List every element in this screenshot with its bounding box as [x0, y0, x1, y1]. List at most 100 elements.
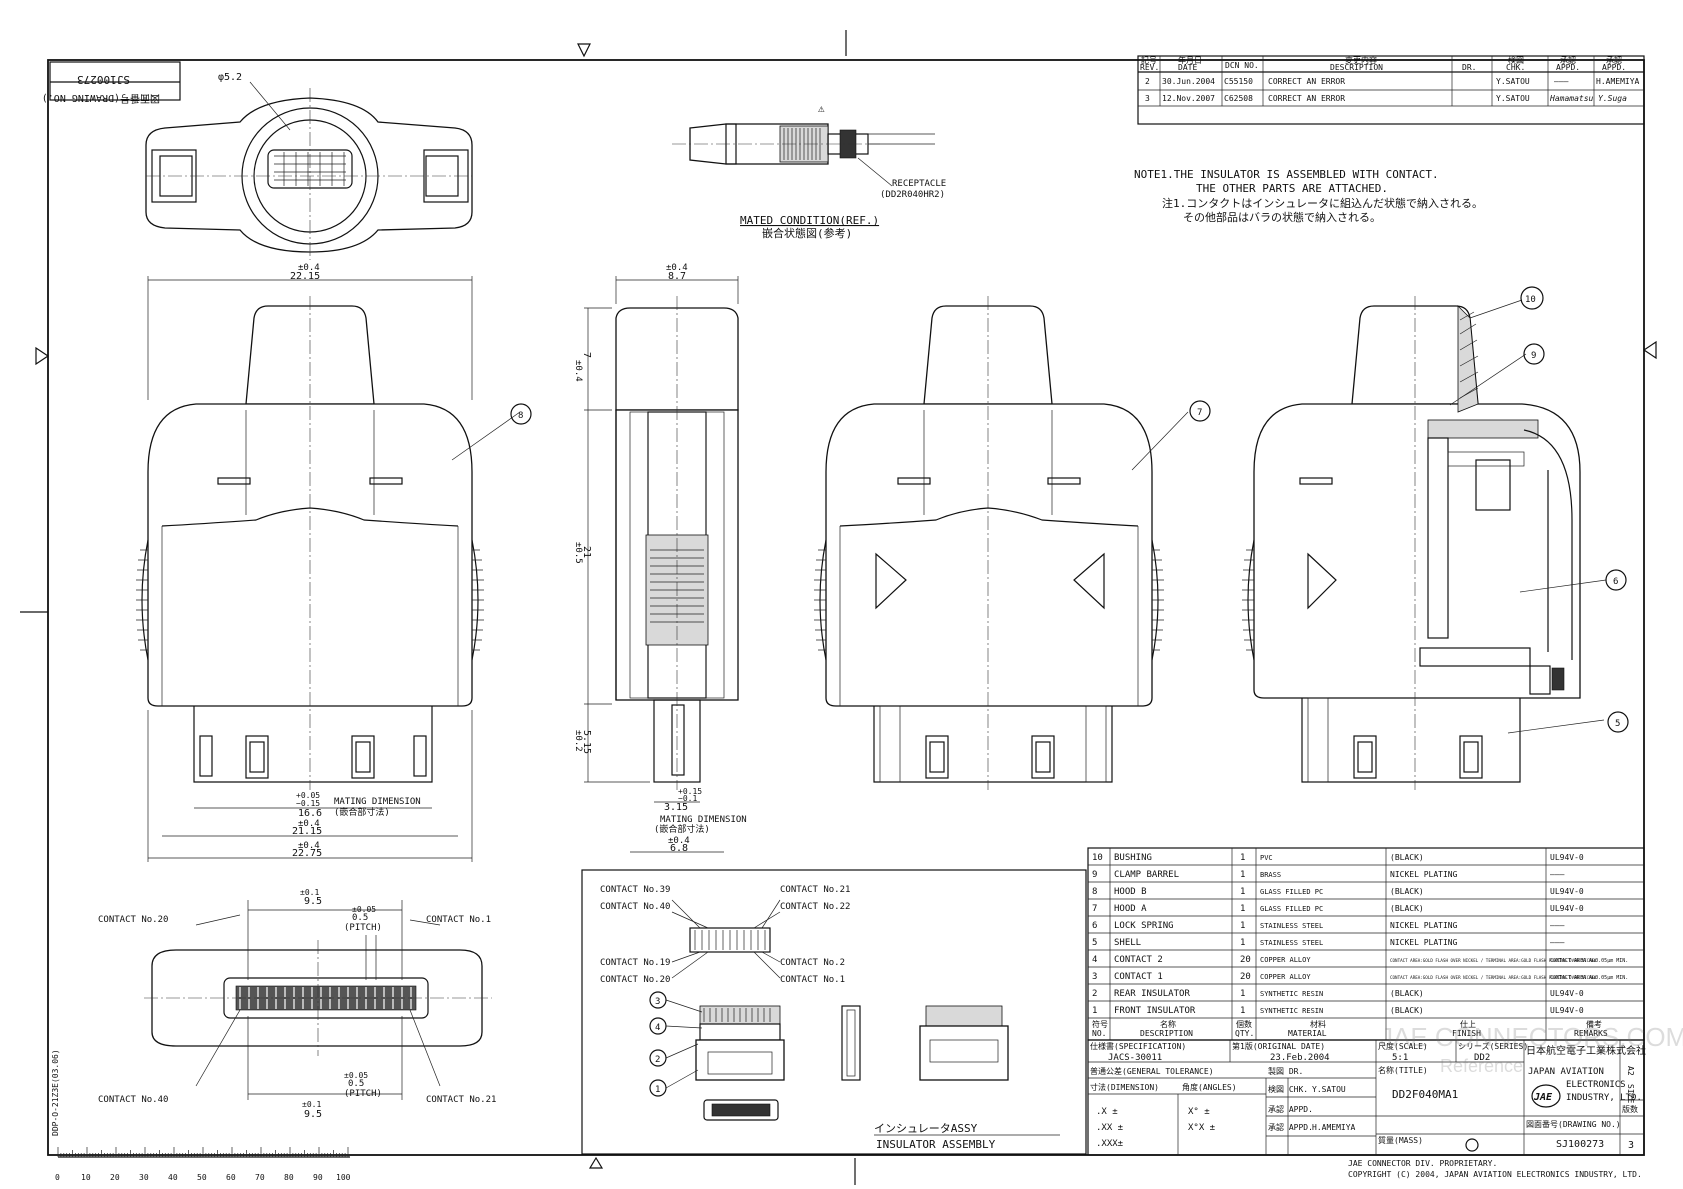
svg-text:ELECTRONICS: ELECTRONICS	[1566, 1080, 1626, 1090]
svg-text:検図 CHK.: 検図 CHK.	[1268, 1084, 1308, 1094]
bom-cell-fin: (BLACK)	[1390, 989, 1424, 998]
svg-text:(PITCH): (PITCH)	[344, 923, 382, 933]
svg-text:JAE CONNECTOR DIV. PROPRIETARY: JAE CONNECTOR DIV. PROPRIETARY.	[1348, 1159, 1497, 1168]
svg-text:承認: 承認	[1606, 55, 1622, 65]
svg-text:符号: 符号	[1092, 1019, 1108, 1029]
svg-text:.XX ±: .XX ±	[1096, 1123, 1124, 1133]
svg-text:CORRECT AN ERROR: CORRECT AN ERROR	[1268, 77, 1345, 86]
bom-cell-qty: 1	[1240, 904, 1245, 914]
svg-text:角度(ANGLES): 角度(ANGLES)	[1182, 1082, 1237, 1092]
bom-cell-fin: NICKEL PLATING	[1390, 921, 1458, 930]
contact-face-dims: CONTACT No.20 CONTACT No.1 CONTACT No.40…	[98, 888, 496, 1120]
svg-text:仕上: 仕上	[1460, 1019, 1476, 1029]
svg-text:CONTACT No.1: CONTACT No.1	[780, 975, 845, 985]
svg-text:SJ100273: SJ100273	[1556, 1139, 1604, 1150]
svg-text:その他部品はバラの状態で納入される。: その他部品はバラの状態で納入される。	[1183, 210, 1381, 224]
svg-text:DD2: DD2	[1474, 1053, 1490, 1063]
svg-text:変更内容: 変更内容	[1345, 55, 1377, 65]
svg-text:MATED CONDITION(REF.): MATED CONDITION(REF.)	[740, 214, 879, 227]
svg-text:21.15: 21.15	[292, 826, 322, 837]
bom-cell-no: 7	[1092, 904, 1097, 914]
svg-text:80: 80	[284, 1173, 294, 1182]
svg-text:CONTACT No.2: CONTACT No.2	[780, 958, 845, 968]
svg-text:40: 40	[168, 1173, 178, 1182]
general-notes: NOTE1.THE INSULATOR IS ASSEMBLED WITH CO…	[1134, 168, 1483, 224]
svg-text:+0.15: +0.15	[678, 787, 702, 796]
svg-text:名称: 名称	[1160, 1019, 1176, 1029]
svg-text:質量(MASS): 質量(MASS)	[1378, 1135, 1423, 1145]
svg-text:シリーズ(SERIES): シリーズ(SERIES)	[1458, 1041, 1528, 1051]
bom-cell-fin: CONTACT AREA:GOLD FLASH OVER NICKEL / TE…	[1390, 975, 1597, 980]
svg-text:日本航空電子工業株式会社: 日本航空電子工業株式会社	[1526, 1044, 1646, 1057]
svg-text:年月日: 年月日	[1178, 55, 1202, 65]
svg-text:±0.2: ±0.2	[573, 730, 583, 752]
svg-text:MATING DIMENSION: MATING DIMENSION	[334, 797, 421, 807]
connector-front-view: φ5.2	[145, 72, 473, 260]
svg-text:FINISH: FINISH	[1452, 1029, 1481, 1038]
bom-cell-desc: LOCK SPRING	[1114, 921, 1174, 931]
svg-text:±0.05: ±0.05	[344, 1071, 368, 1080]
svg-text:±0.4: ±0.4	[298, 841, 320, 851]
svg-text:THE OTHER PARTS ARE ATTACHED.: THE OTHER PARTS ARE ATTACHED.	[1196, 182, 1388, 195]
svg-text:DCN NO.: DCN NO.	[1225, 61, 1259, 70]
bom-cell-no: 4	[1092, 955, 1097, 965]
bom-cell-desc: HOOD B	[1114, 887, 1147, 897]
svg-text:X°X ±: X°X ±	[1188, 1123, 1216, 1133]
svg-text:0.5: 0.5	[348, 1079, 364, 1089]
svg-text:CONTACT No.20: CONTACT No.20	[98, 915, 168, 925]
svg-text:CONTACT No.21: CONTACT No.21	[426, 1095, 496, 1105]
bom-cell-fin: (BLACK)	[1390, 853, 1424, 862]
svg-text:20: 20	[110, 1173, 120, 1182]
connector-view-hood-b	[136, 296, 521, 790]
svg-text:Reference: Reference	[1440, 1056, 1523, 1076]
svg-text:±0.4: ±0.4	[666, 263, 688, 273]
svg-text:(嵌合部寸法): (嵌合部寸法)	[334, 806, 390, 818]
bom-cell-rem: ———	[1550, 870, 1565, 879]
svg-text:±0.1: ±0.1	[300, 888, 319, 897]
svg-text:COPYRIGHT (C) 2004, JAPAN AVIA: COPYRIGHT (C) 2004, JAPAN AVIATION ELECT…	[1348, 1170, 1642, 1179]
svg-text:(嵌合部寸法): (嵌合部寸法)	[654, 823, 710, 835]
svg-text:±0.05: ±0.05	[352, 905, 376, 914]
bom-cell-fin: (BLACK)	[1390, 887, 1424, 896]
svg-text:SIZE: SIZE	[1626, 1084, 1635, 1103]
svg-text:REV.: REV.	[1140, 63, 1159, 72]
svg-text:2: 2	[1145, 77, 1150, 86]
svg-text:C62508: C62508	[1224, 94, 1253, 103]
drawing-number-stamp: 図面番号(DRAWING NO.) SJ100273	[42, 61, 181, 104]
svg-text:DR.: DR.	[1462, 63, 1476, 72]
bom-cell-rem: ———	[1550, 938, 1565, 947]
svg-text:製図 DR.: 製図 DR.	[1268, 1066, 1303, 1076]
svg-text:承認 APPD.: 承認 APPD.	[1268, 1104, 1313, 1114]
svg-text:JAE: JAE	[1533, 1092, 1553, 1103]
bom-cell-no: 2	[1092, 989, 1097, 999]
bom-cell-qty: 20	[1240, 972, 1251, 982]
bom-cell-mat: COPPER ALLOY	[1260, 956, 1311, 964]
svg-text:DD2F040MA1: DD2F040MA1	[1392, 1088, 1458, 1101]
bom-cell-desc: HOOD A	[1114, 904, 1147, 914]
bom-cell-desc: CONTACT 2	[1114, 955, 1163, 965]
bom-cell-mat: STAINLESS STEEL	[1260, 922, 1323, 930]
svg-text:A2: A2	[1626, 1066, 1635, 1076]
svg-text:9.5: 9.5	[304, 896, 322, 907]
bom-cell-qty: 1	[1240, 853, 1245, 863]
svg-text:Hamamatsu: Hamamatsu	[1549, 94, 1594, 103]
svg-text:検図: 検図	[1508, 55, 1524, 65]
bom-cell-qty: 20	[1240, 955, 1251, 965]
svg-text:CONTACT No.19: CONTACT No.19	[600, 958, 670, 968]
svg-text:.X ±: .X ±	[1096, 1107, 1118, 1117]
svg-text:APPD.: APPD.	[1602, 63, 1626, 72]
bom-cell-mat: GLASS FILLED PC	[1260, 888, 1323, 896]
svg-text:個数: 個数	[1236, 1019, 1252, 1029]
svg-text:記号: 記号	[1141, 55, 1157, 65]
bom-cell-qty: 1	[1240, 1006, 1245, 1016]
svg-text:CORRECT AN ERROR: CORRECT AN ERROR	[1268, 94, 1345, 103]
svg-text:CONTACT No.1: CONTACT No.1	[426, 915, 491, 925]
svg-text:CONTACT No.20: CONTACT No.20	[600, 975, 670, 985]
svg-text:50: 50	[197, 1173, 207, 1182]
bom-cell-qty: 1	[1240, 938, 1245, 948]
svg-text:(DD2R040HR2): (DD2R040HR2)	[880, 190, 945, 200]
svg-text:Y.Suga: Y.Suga	[1598, 94, 1627, 103]
